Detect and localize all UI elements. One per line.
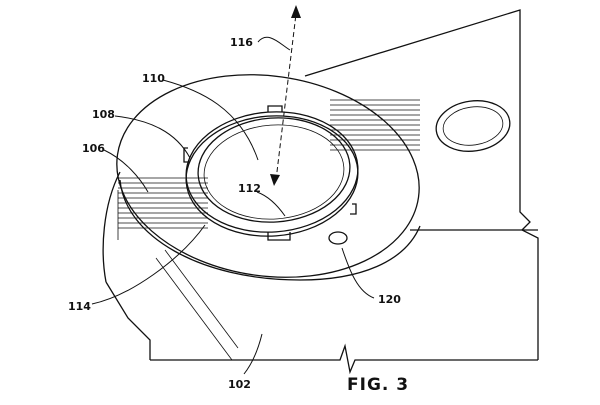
mounting-hole bbox=[435, 100, 511, 152]
housing-body bbox=[102, 9, 539, 375]
arrow-head-down-icon bbox=[270, 174, 280, 186]
figure-caption: FIG. 3 bbox=[347, 375, 409, 395]
label-102: 102 bbox=[228, 378, 251, 391]
hatch-right bbox=[330, 99, 420, 151]
center-opening bbox=[197, 117, 351, 223]
reference-labels: 116 110 108 106 112 114 120 102 bbox=[68, 36, 401, 391]
label-116: 116 bbox=[230, 36, 253, 49]
label-108: 108 bbox=[92, 108, 115, 121]
label-120: 120 bbox=[378, 293, 401, 306]
label-110: 110 bbox=[142, 72, 165, 85]
label-114: 114 bbox=[68, 300, 91, 313]
arrow-head-up-icon bbox=[291, 5, 301, 18]
label-112: 112 bbox=[238, 182, 261, 195]
axis-arrow bbox=[270, 5, 301, 186]
flange-plate bbox=[116, 74, 421, 281]
retaining-ring bbox=[183, 105, 359, 241]
port-hole bbox=[328, 231, 348, 245]
label-106: 106 bbox=[82, 142, 105, 155]
leader-lines bbox=[91, 36, 375, 375]
hatch-left bbox=[118, 177, 208, 229]
